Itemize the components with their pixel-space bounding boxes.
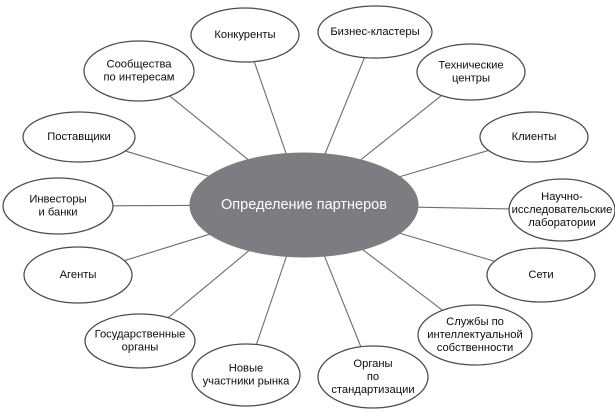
node-seti[interactable]: Сети xyxy=(486,247,596,303)
node-ellipse-investory-i-banki xyxy=(2,177,114,235)
node-ellipse-postavshchiki xyxy=(22,111,136,163)
node-konkurenty[interactable]: Конкуренты xyxy=(190,7,300,63)
edge-center-to-biznes-klastery xyxy=(324,57,366,155)
node-postavshchiki[interactable]: Поставщики xyxy=(22,111,136,163)
node-ellipse-klienty xyxy=(479,111,589,163)
node-label-agenty: Агенты xyxy=(60,269,97,281)
center-node-ellipse xyxy=(189,152,419,258)
node-ellipse-seti xyxy=(486,247,596,303)
node-label-seti: Сети xyxy=(528,269,553,281)
node-ellipse-biznes-klastery xyxy=(317,5,433,59)
edge-group xyxy=(112,57,510,347)
node-ellipse-gosudarstvennye-organy xyxy=(84,313,196,369)
node-label-konkurenty: Конкуренты xyxy=(214,29,275,41)
edge-center-to-konkurenty xyxy=(253,61,287,154)
edge-center-to-novye-uchastniki-rynka xyxy=(255,256,287,345)
node-ellipse-tekhnicheskie-tsentry xyxy=(416,43,526,101)
edge-center-to-seti xyxy=(399,232,495,262)
node-ellipse-soobshchestva-po-interesam xyxy=(83,40,195,102)
edge-center-to-sluzhby-po-intellektualnoy-sobstvennosti xyxy=(362,249,443,311)
edge-center-to-agenty xyxy=(124,233,210,262)
node-ellipse-konkurenty xyxy=(190,7,300,63)
node-biznes-klastery[interactable]: Бизнес-кластеры xyxy=(317,5,433,59)
edge-center-to-gosudarstvennye-organy xyxy=(167,250,250,319)
center-node-label: Определение партнеров xyxy=(221,197,387,213)
edge-center-to-klienty xyxy=(399,149,489,178)
node-ellipse-agenty xyxy=(23,246,133,304)
node-ellipse-nauchno-issledovatelskie-laboratorii xyxy=(508,178,615,242)
edge-center-to-soobshchestva-po-interesam xyxy=(169,95,249,161)
edge-center-to-tekhnicheskie-tsentry xyxy=(360,95,442,161)
edge-center-to-nauchno-issledovatelskie-laboratorii xyxy=(417,206,510,210)
node-label-postavshchiki: Поставщики xyxy=(47,131,111,143)
edge-center-to-postavshchiki xyxy=(125,150,210,177)
center-node-group: Определение партнеров xyxy=(189,152,419,258)
node-ellipse-novye-uchastniki-rynka xyxy=(191,343,301,407)
node-klienty[interactable]: Клиенты xyxy=(479,111,589,163)
node-label-klienty: Клиенты xyxy=(512,131,557,143)
center-node[interactable]: Определение партнеров xyxy=(189,152,419,258)
edge-center-to-organy-po-standartizatsii xyxy=(324,255,362,347)
node-label-biznes-klastery: Бизнес-кластеры xyxy=(330,26,419,38)
node-ellipse-sluzhby-po-intellektualnoy-sobstvennosti xyxy=(417,304,533,366)
node-ellipse-organy-po-standartizatsii xyxy=(317,345,429,409)
node-agenty[interactable]: Агенты xyxy=(23,246,133,304)
